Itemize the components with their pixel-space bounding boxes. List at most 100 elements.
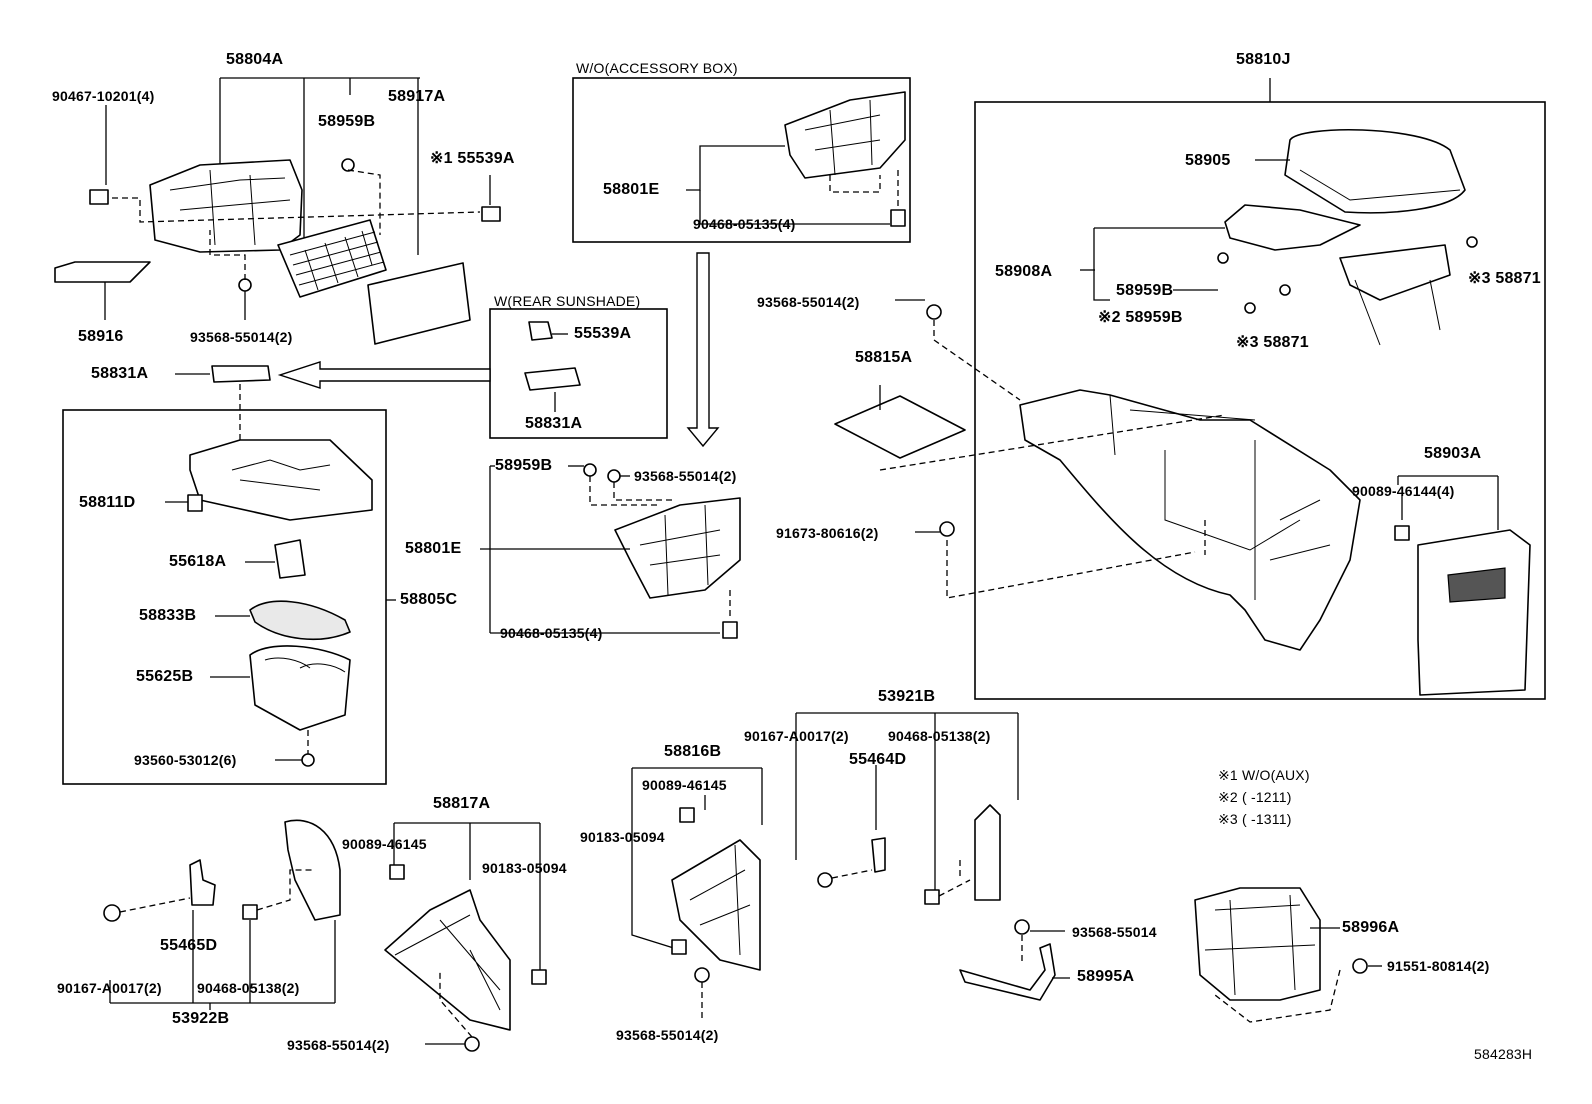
label-58833b: 58833B [139,607,197,624]
arrow-left [277,361,491,389]
label-58811d: 58811D [79,494,136,511]
label-58903a: 58903A [1424,445,1482,462]
label-90468-05135-top: 90468-05135(4) [693,216,796,232]
label-58959b-mid: 58959B [495,457,553,474]
label-91673-80616: 91673-80616(2) [776,525,879,541]
clip-58959b-r1 [1217,252,1229,264]
label-55465d: 55465D [160,937,218,954]
bolt-91551 [1352,958,1368,974]
clip-90183-m [671,939,687,955]
label-93568-tl: 93568-55014(2) [190,329,293,345]
part-55618a [274,539,306,579]
cup-55625b [249,645,351,731]
screw-93568-tl [238,278,252,292]
nut-90468-mid [722,621,738,639]
label-58908a: 58908A [995,263,1053,280]
console-mat-grid [277,219,387,298]
clip-90183-l [531,969,547,985]
label-58801e-mid: 58801E [405,540,462,557]
clip-90467 [89,189,109,205]
label-93568-mid: 93568-55014(2) [634,468,737,484]
label-58996a: 58996A [1342,919,1400,936]
clip-58871-r [1279,284,1291,296]
clip-90089-l [389,864,405,880]
label-58905: 58905 [1185,152,1231,169]
holder-58996a [1194,887,1321,1001]
label-58804a: 58804A [226,51,284,68]
label-55618a: 55618A [169,553,227,570]
lid-58917a [367,262,471,345]
panel-58816b [671,839,761,971]
label-53921b: 53921B [878,688,936,705]
clip-90089-r [1394,525,1410,541]
label-58815a: 58815A [855,349,913,366]
trim-53922b [284,819,341,921]
label-53922b: 53922B [172,1010,230,1027]
clip-90167-l [103,904,121,922]
label-58871-r1: ※3 58871 [1468,270,1541,287]
label-58959b-tl: 58959B [318,113,376,130]
part-58871 [1339,244,1451,301]
clip-58871-r2 [1466,236,1478,248]
label-58959b-r1: 58959B [1116,282,1174,299]
label-55539a-sunshade: 55539A [574,325,632,342]
label-58810j: 58810J [1236,51,1291,68]
bracket-55464d [871,837,886,873]
label-58916: 58916 [78,328,124,345]
label-93568-bottom-mid: 93568-55014(2) [616,1027,719,1043]
mat-58916 [54,261,151,283]
clip-58811d [187,494,203,512]
leaders-58804a [104,77,491,320]
bracket-58995a [959,943,1056,1001]
label-90167-a0017-right: 90167-A0017(2) [744,728,849,744]
diagram-id: 584283H [1474,1046,1533,1062]
bracket-55465d [189,859,216,906]
label-58831a-sunshade: 58831A [525,415,583,432]
clip-90167-r [817,872,833,888]
frame-wo-accessory-box [572,77,911,243]
label-91551-80814: 91551-80814(2) [1387,958,1490,974]
console-body [1019,389,1361,651]
label-58816b: 58816B [664,743,722,760]
vent-grille [1447,567,1506,603]
clip-58959b-mid [583,463,597,477]
label-93560-53012: 93560-53012(6) [134,752,237,768]
label-90467-10201: 90467-10201(4) [52,88,155,104]
clip-58959b-r2 [1244,302,1256,314]
frame-58810j [974,101,1546,700]
armrest-58905 [1284,128,1466,214]
label-58917a: 58917A [388,88,446,105]
label-90183-05094-left: 90183-05094 [482,860,567,876]
label-90183-05094-mid: 90183-05094 [580,829,665,845]
label-90089-46144: 90089-46144(4) [1352,483,1455,499]
label-93568-right: 93568-55014(2) [757,294,860,310]
label-58959b-r2: ※2 58959B [1098,309,1183,326]
arrow-down [686,252,720,448]
nut-90468-r [924,889,940,905]
header-wo-accessory-box: W/O(ACCESSORY BOX) [576,60,738,76]
label-58801e-top: 58801E [603,181,660,198]
screw-93568-bm [694,967,710,983]
tray-58801e-mid [614,497,741,599]
label-90468-05138-right: 90468-05138(2) [888,728,991,744]
rear-vent-58903a [1417,529,1531,696]
base-58908a [1224,204,1361,251]
bolt-91673 [939,521,955,537]
part-58831a-sun [524,367,581,391]
label-90468-05135-mid: 90468-05135(4) [500,625,603,641]
screw-93568-mid [607,469,621,483]
label-55464d: 55464D [849,751,907,768]
gasket-58833b [249,600,351,641]
label-90167-a0017-left: 90167-A0017(2) [57,980,162,996]
switch-58831a [211,365,271,383]
part-55539a-sun [528,321,553,341]
cupholder-upper [189,439,373,521]
part-55539a [481,206,501,222]
clip-58959b [341,158,355,172]
screw-93568-r [926,304,942,320]
label-55625b: 55625B [136,668,194,685]
screw-93568-br [1014,919,1030,935]
label-93568-bottom-right: 93568-55014 [1072,924,1157,940]
